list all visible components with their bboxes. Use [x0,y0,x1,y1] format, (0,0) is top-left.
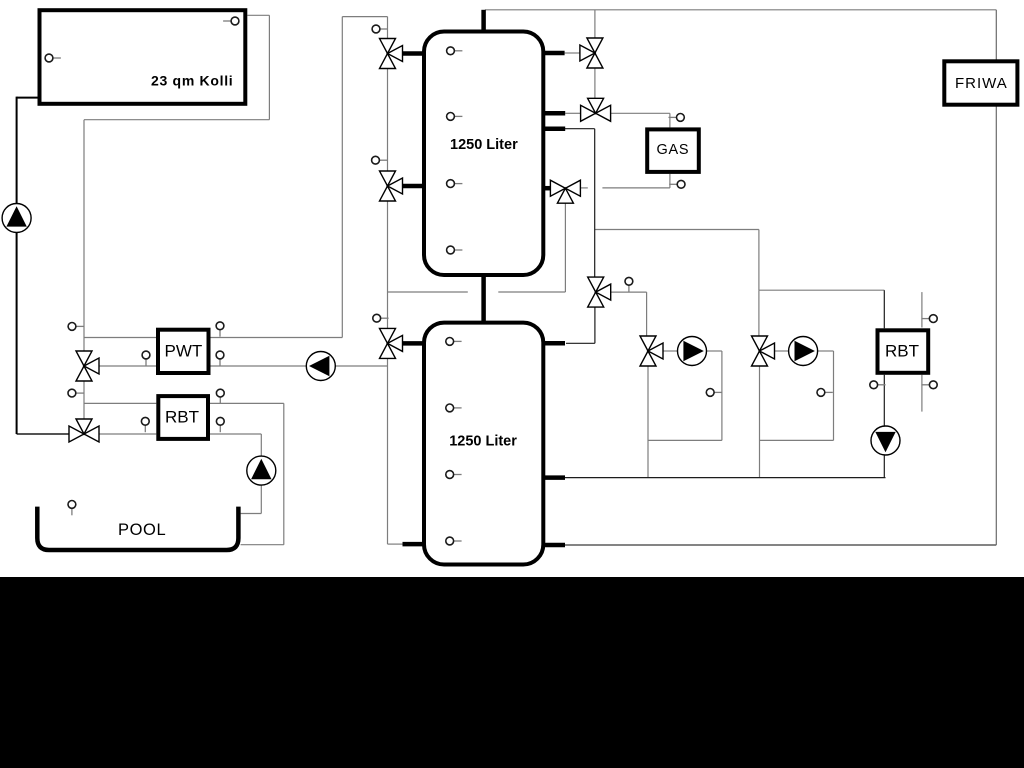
svg-text:1250 Liter: 1250 Liter [450,137,518,153]
svg-text:1250 Liter: 1250 Liter [449,433,517,449]
svg-text:PWT: PWT [165,341,203,360]
svg-text:RBT: RBT [885,342,919,361]
svg-text:GAS: GAS [657,142,690,158]
svg-text:POOL: POOL [118,521,166,539]
svg-text:RBT: RBT [165,408,199,427]
svg-text:FRIWA: FRIWA [955,75,1008,92]
svg-text:23 qm Kolli: 23 qm Kolli [151,73,233,89]
